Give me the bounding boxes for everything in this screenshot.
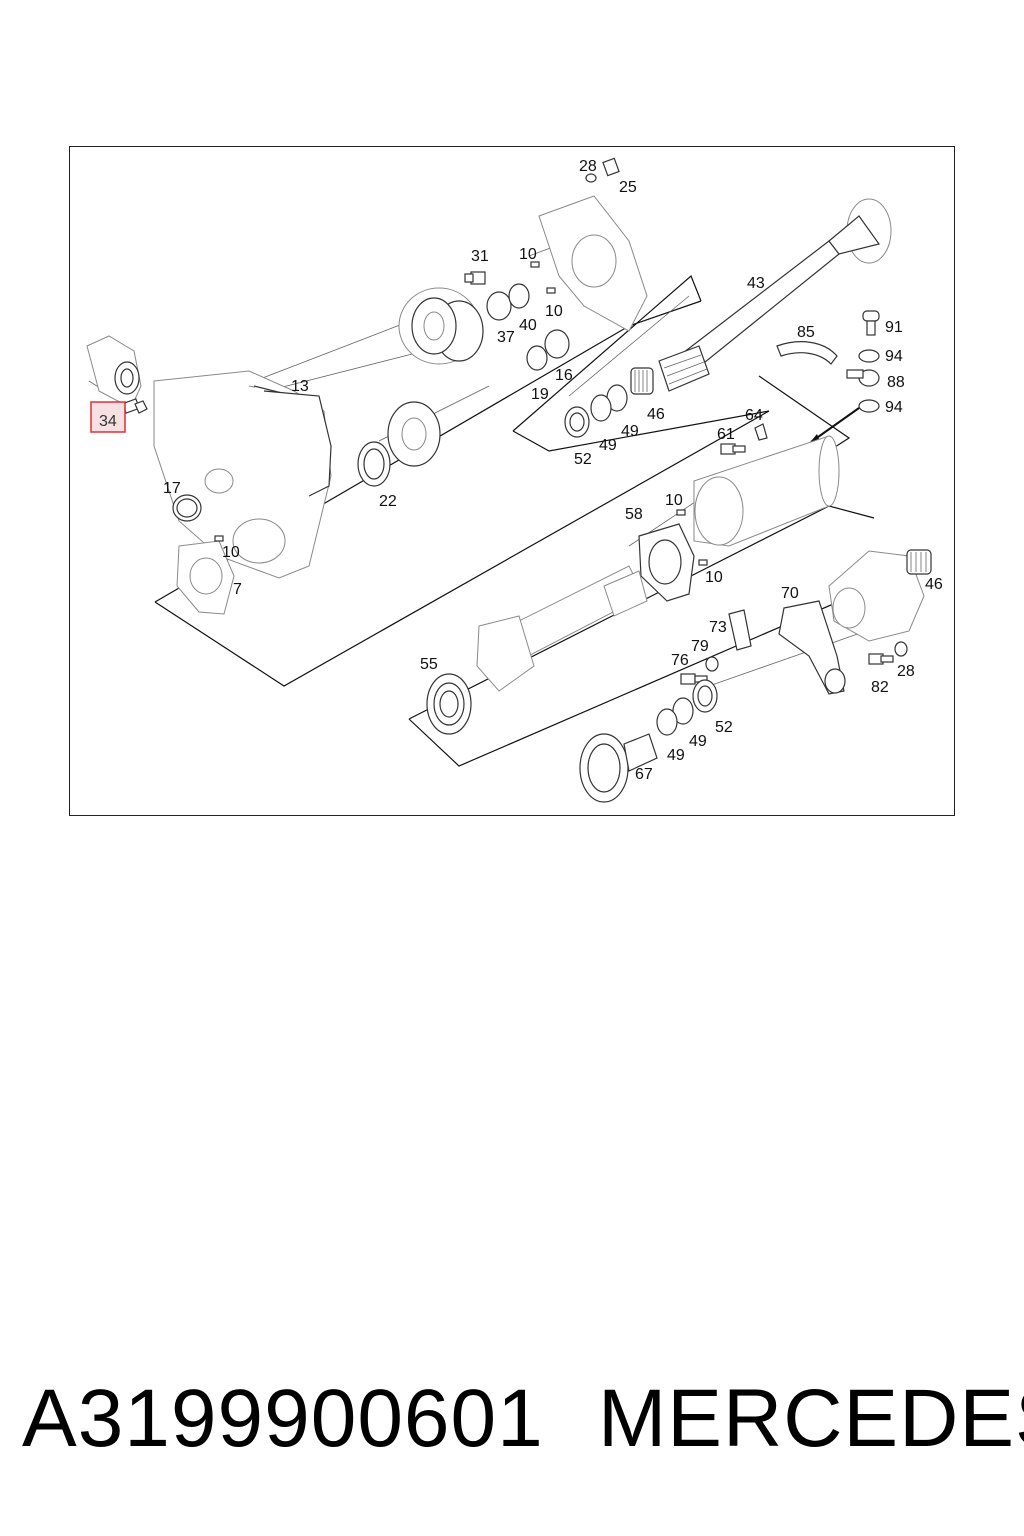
drive-gear-lower — [387, 401, 441, 467]
callout-10-b[interactable]: 10 — [545, 303, 563, 320]
o-ring-49-lower — [656, 697, 694, 736]
banjo-bolt-91 — [862, 310, 880, 336]
callout-17[interactable]: 17 — [163, 480, 181, 497]
footer: A3199900601 MERCEDES — [0, 1372, 1024, 1472]
bolt-61-part — [720, 443, 746, 455]
bracket-73 — [728, 609, 752, 651]
callout-55[interactable]: 55 — [420, 656, 438, 673]
callout-85[interactable]: 85 — [797, 324, 815, 341]
diagram-frame — [69, 146, 955, 816]
callout-49-lower-a[interactable]: 49 — [667, 747, 685, 764]
callout-28-top[interactable]: 28 — [579, 158, 597, 175]
callout-76[interactable]: 76 — [671, 652, 689, 669]
washers-94 — [858, 349, 880, 413]
callout-40[interactable]: 40 — [519, 317, 537, 334]
snap-ring-37 — [486, 291, 512, 321]
needle-bearing-46-lower — [906, 549, 932, 575]
callout-52-upper[interactable]: 52 — [574, 451, 592, 468]
clip-64-part — [754, 423, 768, 441]
prop-shaft — [476, 565, 648, 692]
callout-49-upper-b[interactable]: 49 — [621, 423, 639, 440]
differential-housing — [828, 550, 925, 642]
bearing-22 — [357, 441, 391, 487]
callout-37[interactable]: 37 — [497, 329, 515, 346]
callout-49-upper-a[interactable]: 49 — [599, 437, 617, 454]
mounting-bracket-70 — [778, 600, 846, 695]
snap-ring-40 — [508, 283, 530, 309]
callout-10-a[interactable]: 10 — [519, 246, 537, 263]
end-flange-part — [86, 335, 142, 409]
callout-13[interactable]: 13 — [291, 378, 309, 395]
callout-58[interactable]: 58 — [625, 506, 643, 523]
callout-67[interactable]: 67 — [635, 766, 653, 783]
bolt-82-part — [868, 653, 894, 665]
callout-88[interactable]: 88 — [887, 374, 905, 391]
dowel-pins — [214, 261, 708, 566]
bolt-25-part — [585, 157, 620, 183]
housing-gasket-13 — [263, 390, 332, 497]
callout-64[interactable]: 64 — [745, 407, 763, 424]
callout-25[interactable]: 25 — [619, 179, 637, 196]
callout-94-b[interactable]: 94 — [885, 399, 903, 416]
callout-16[interactable]: 16 — [555, 367, 573, 384]
part-number: A3199900601 — [22, 1373, 544, 1464]
callout-49-lower-b[interactable]: 49 — [689, 733, 707, 750]
output-flange-67 — [579, 733, 658, 803]
callout-43[interactable]: 43 — [747, 275, 765, 292]
seal-52-upper — [564, 406, 590, 438]
lock-washer-19 — [526, 345, 548, 371]
callout-10-c[interactable]: 10 — [222, 544, 240, 561]
callout-46-lower[interactable]: 46 — [925, 576, 943, 593]
breather-hose-85 — [776, 341, 838, 365]
snap-ring-16 — [544, 329, 570, 359]
bolt-34-part — [121, 398, 148, 414]
callout-7[interactable]: 7 — [233, 581, 242, 598]
washer-79 — [705, 656, 719, 672]
exploded-parts-diagram: 28 25 31 10 10 37 40 43 91 85 94 88 94 1… — [86, 157, 943, 803]
callout-61[interactable]: 61 — [717, 426, 735, 443]
callout-22[interactable]: 22 — [379, 493, 397, 510]
gasket-58 — [638, 523, 695, 602]
gasket-7 — [176, 540, 235, 615]
seal-52-lower — [692, 679, 718, 713]
ball-bearing-55 — [426, 673, 472, 735]
callout-31[interactable]: 31 — [471, 248, 489, 265]
bolt-31-part — [464, 271, 486, 285]
output-shaft-43 — [658, 198, 892, 392]
callout-79[interactable]: 79 — [691, 638, 709, 655]
callout-10-e[interactable]: 10 — [705, 569, 723, 586]
callout-70[interactable]: 70 — [781, 585, 799, 602]
callout-46-upper[interactable]: 46 — [647, 406, 665, 423]
callout-73[interactable]: 73 — [709, 619, 727, 636]
brand-name: MERCEDES — [598, 1373, 1024, 1464]
circlip-17 — [172, 494, 202, 522]
rear-axle-housing — [693, 435, 840, 547]
callout-94-a[interactable]: 94 — [885, 348, 903, 365]
callout-10-d[interactable]: 10 — [665, 492, 683, 509]
callout-82[interactable]: 82 — [871, 679, 889, 696]
callout-19[interactable]: 19 — [531, 386, 549, 403]
drive-gear-upper — [398, 287, 484, 365]
callout-34[interactable]: 34 — [99, 413, 117, 430]
callout-52-lower[interactable]: 52 — [715, 719, 733, 736]
banjo-fitting-88 — [846, 369, 880, 387]
o-ring-49-upper — [590, 384, 628, 422]
highlight-box-34 — [90, 401, 126, 433]
washer-28-lower — [894, 641, 908, 657]
callout-labels: 28 25 31 10 10 37 40 43 91 85 94 88 94 1… — [99, 158, 943, 783]
callout-28-lower[interactable]: 28 — [897, 663, 915, 680]
callout-91[interactable]: 91 — [885, 319, 903, 336]
needle-bearing-46-upper — [630, 367, 654, 395]
top-cover-plate — [538, 195, 648, 332]
